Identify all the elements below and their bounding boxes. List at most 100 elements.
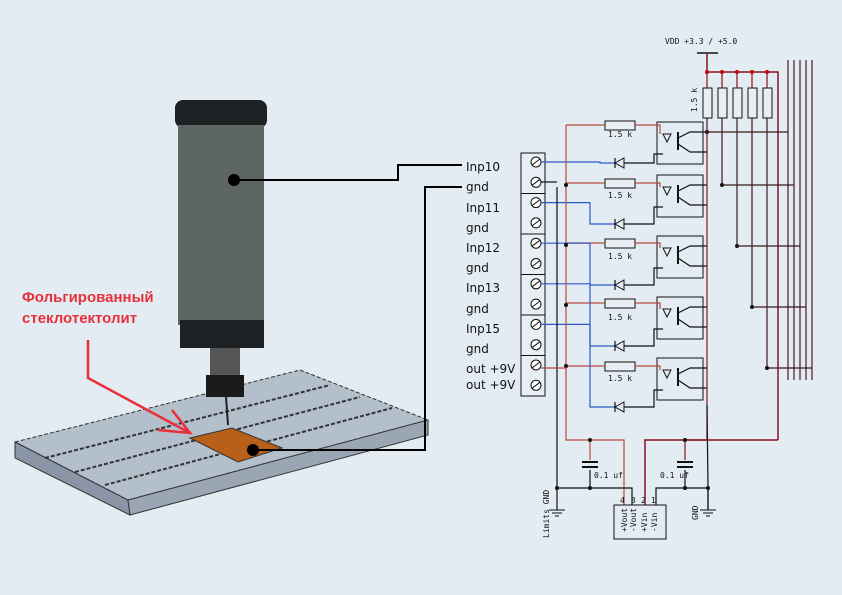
optocoupler <box>656 174 704 218</box>
terminal-label: Inp11 <box>466 201 500 215</box>
terminal-label: Inp15 <box>466 322 500 336</box>
wire <box>684 130 708 460</box>
terminal-label: gnd <box>466 302 489 316</box>
wire <box>766 118 812 369</box>
resistor-label: 1.5 k <box>608 313 632 322</box>
regulator-pin: +Vin <box>640 513 649 532</box>
wire <box>706 404 709 489</box>
optocoupler <box>656 235 704 279</box>
resistor-label: 1.5 k <box>608 191 632 200</box>
terminal-label: gnd <box>466 342 489 356</box>
led-icon <box>613 279 625 291</box>
wire <box>677 245 707 253</box>
terminal-label: gnd <box>466 261 489 275</box>
screw-slot <box>531 158 541 166</box>
screw-slot <box>531 361 541 369</box>
wire <box>541 283 615 347</box>
junction-dot <box>765 366 769 370</box>
schematic <box>541 52 813 517</box>
pin-number: 2 <box>641 496 646 505</box>
screw-slot <box>531 320 541 328</box>
wire <box>677 184 707 192</box>
regulator-pin: -Vin <box>650 513 659 532</box>
wire <box>677 257 707 267</box>
junction-dot <box>564 303 568 307</box>
wire <box>624 328 663 347</box>
wire <box>624 206 663 225</box>
wire <box>635 242 661 248</box>
annotation-line2: стеклотектолит <box>22 310 137 327</box>
terminal-label: out +9V <box>466 362 516 376</box>
terminal-labels: Inp10 gnd Inp11 gnd Inp12 gnd Inp13 gnd … <box>466 160 516 392</box>
limits-gnd-label: Limits GND <box>542 490 551 538</box>
wire <box>635 182 661 187</box>
led-icon <box>613 401 625 413</box>
led-icon <box>613 157 625 169</box>
opto-led-icon <box>662 247 672 258</box>
resistor <box>604 238 636 249</box>
led-icon <box>613 218 625 230</box>
wire <box>541 161 615 164</box>
resistor <box>604 361 636 372</box>
wire <box>736 118 800 247</box>
junction-dot <box>564 243 568 247</box>
resistor-label: 1.5 k <box>608 130 632 139</box>
screw-slot <box>531 280 541 288</box>
screw-slot <box>531 260 541 267</box>
junction-dot <box>706 486 710 490</box>
pullup-resistor-label: 1.5 k <box>690 88 699 112</box>
wire <box>721 118 794 186</box>
opto-led-icon <box>662 186 672 197</box>
wire <box>635 365 661 370</box>
junction-dot <box>564 364 568 368</box>
wire <box>624 153 663 164</box>
pin-number: 1 <box>651 496 656 505</box>
wire <box>590 439 625 505</box>
optocoupler <box>656 121 704 165</box>
junction-dot <box>683 438 687 442</box>
pin-number: 3 <box>631 496 636 505</box>
wire <box>624 267 663 286</box>
screw-slot <box>531 178 541 186</box>
wire <box>624 389 663 408</box>
vdd-label: VDD +3.3 / +5.0 <box>665 37 737 46</box>
wire <box>644 439 778 505</box>
resistor <box>604 120 636 131</box>
spindle <box>175 100 267 426</box>
screw-slot <box>531 300 541 308</box>
annotation-arrow <box>86 340 193 435</box>
junction-dot <box>683 486 687 490</box>
regulator-pin: -Vout <box>629 508 638 532</box>
wire <box>541 202 615 225</box>
pullup-resistor <box>717 87 728 119</box>
wire <box>706 118 788 133</box>
pullup-resistor <box>732 87 743 119</box>
terminal-label: out +9V <box>466 378 516 392</box>
wire <box>635 124 661 134</box>
regulator <box>613 504 667 540</box>
resistor-label: 1.5 k <box>608 374 632 383</box>
terminal-label: gnd <box>466 180 489 194</box>
junction-dot <box>588 486 592 490</box>
terminal-label: Inp13 <box>466 281 500 295</box>
junction-dot <box>735 244 739 248</box>
led-icon <box>613 340 625 352</box>
junction-dot <box>555 486 559 490</box>
junction-dot <box>588 438 592 442</box>
regulator-pin: +Vout <box>620 508 629 532</box>
resistor <box>604 178 636 189</box>
pullup-resistor <box>762 87 773 119</box>
opto-led-icon <box>662 133 672 144</box>
terminal-label: Inp12 <box>466 241 500 255</box>
pullup-resistor <box>747 87 758 119</box>
screw-slot <box>531 381 541 389</box>
terminal-label: gnd <box>466 221 489 235</box>
junction-dot <box>750 305 754 309</box>
wire <box>751 118 806 308</box>
resistor <box>604 298 636 309</box>
cap-label: 0.1 uf <box>594 471 623 480</box>
wire <box>677 367 707 375</box>
pcb-copper-board <box>188 427 284 463</box>
